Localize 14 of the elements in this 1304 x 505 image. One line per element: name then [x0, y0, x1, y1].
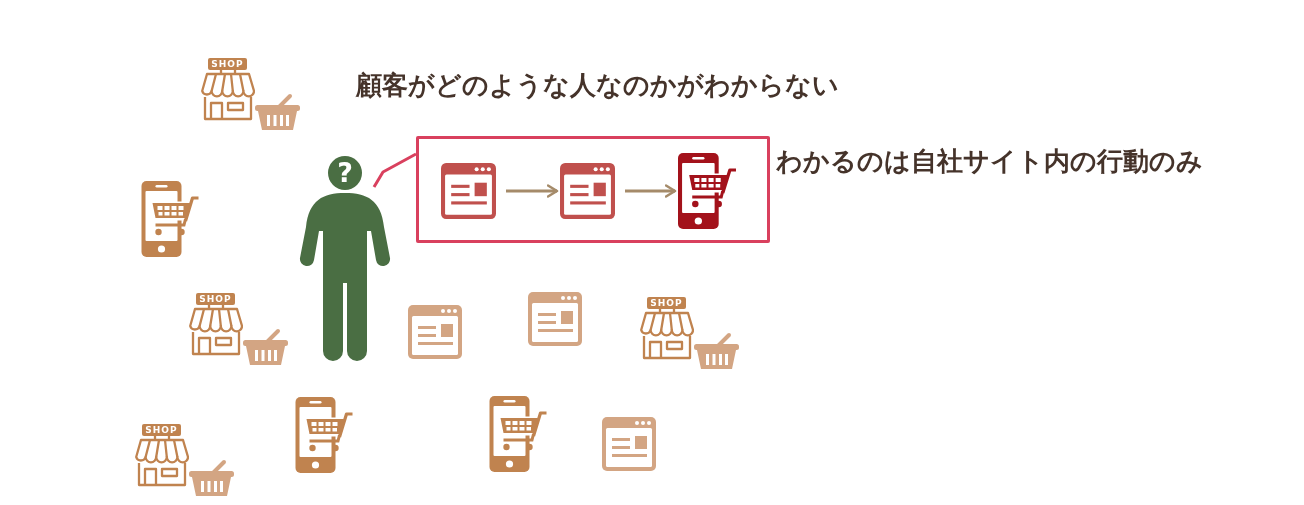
arrow — [506, 184, 559, 198]
person-silhouette — [298, 155, 393, 361]
arrow — [625, 184, 677, 198]
shop-sign: SHOP — [196, 293, 235, 305]
browser-window-icon — [560, 163, 615, 219]
shop-sign: SHOP — [142, 424, 181, 436]
shop-sign: SHOP — [647, 297, 686, 309]
question-mark: ? — [336, 156, 354, 190]
annotation-text: わかるのは自社サイト内の行動のみ — [776, 146, 1203, 178]
callout-frame — [416, 136, 770, 243]
heading-text: 顧客がどのような人なのかがわからない — [356, 70, 839, 101]
shop-sign: SHOP — [208, 58, 247, 70]
smartphone-cart-icon — [678, 153, 737, 229]
browser-window-icon — [441, 163, 496, 219]
